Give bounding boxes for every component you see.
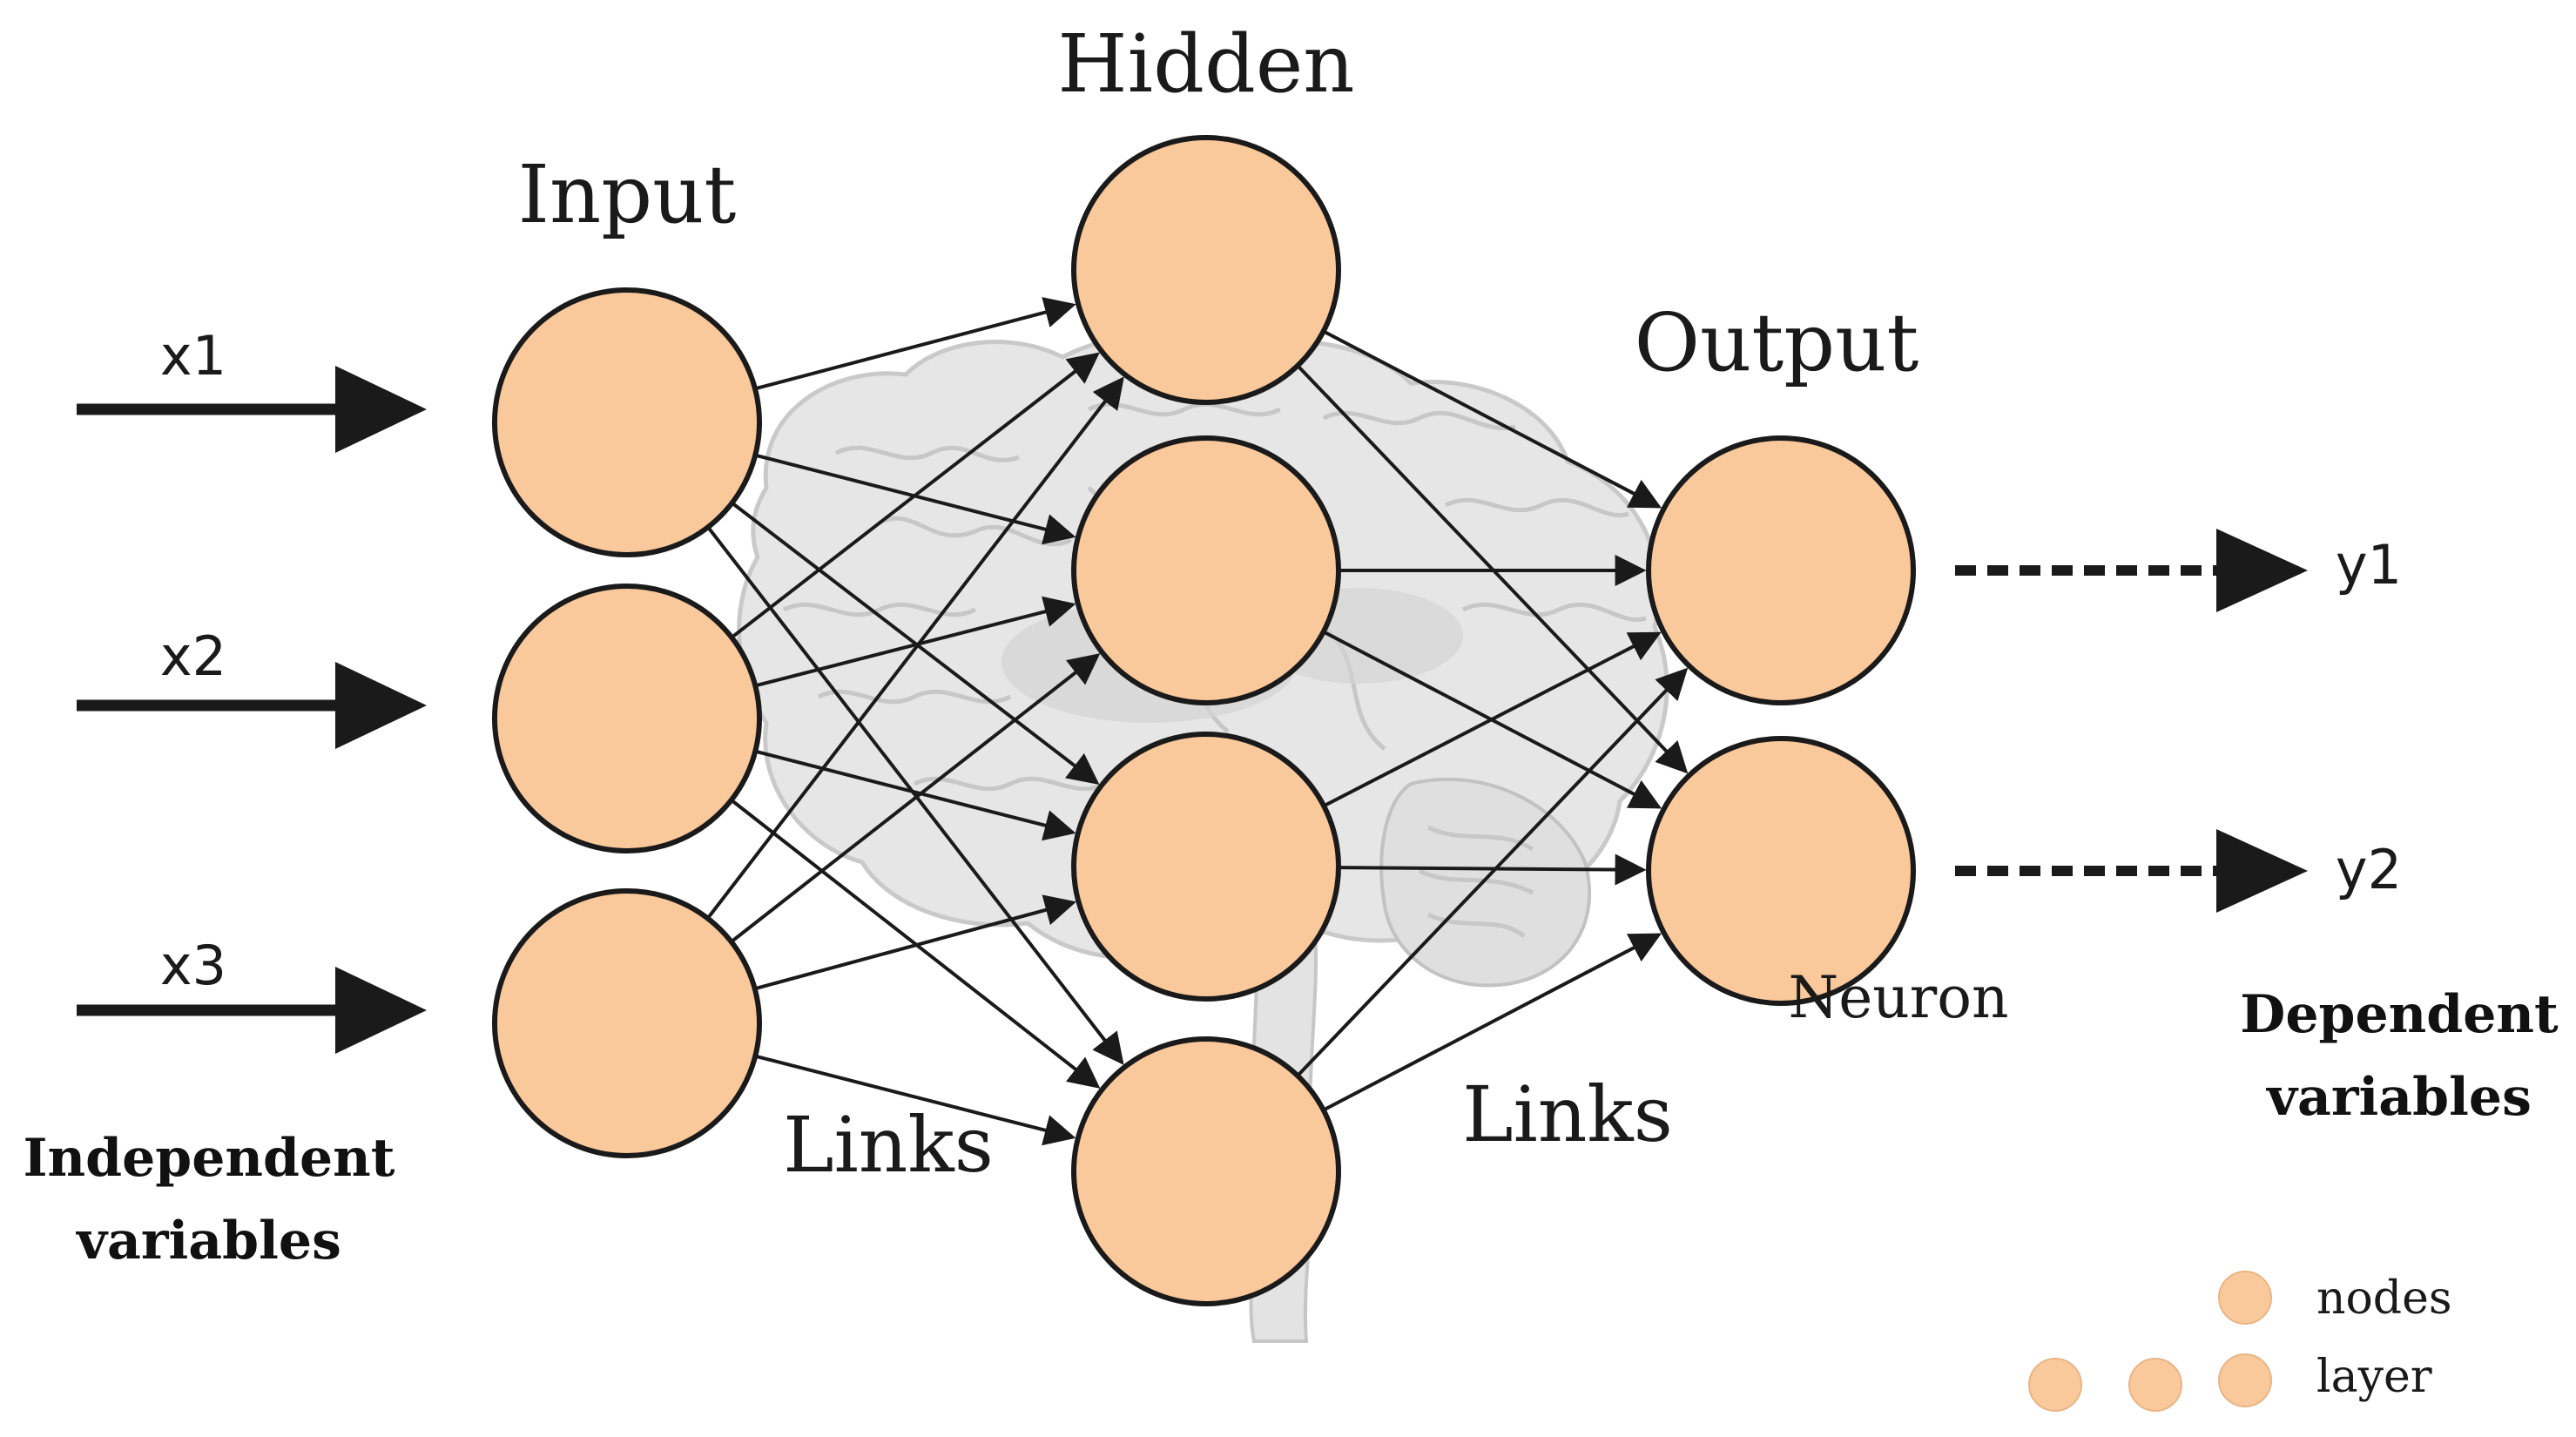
legend: nodes layer (2028, 1271, 2452, 1412)
output-arrow-head (2216, 829, 2308, 913)
input-node (492, 888, 762, 1158)
legend-layer-node-icon (2218, 1353, 2272, 1407)
independent-variables-caption: Independent (23, 1128, 394, 1189)
connection-links (706, 297, 1689, 1146)
neuron-label: Neuron (1788, 964, 2008, 1031)
connection-arrow (1338, 853, 1647, 886)
independent-variables-caption-line2: variables (75, 1211, 341, 1272)
dependent-variables-caption: Dependent (2240, 984, 2559, 1045)
legend-node-icon (2218, 1271, 2272, 1325)
output-variable-label: y1 (2336, 533, 2402, 597)
output-arrows (1955, 529, 2308, 913)
input-node (492, 287, 762, 557)
input-arrow-head (335, 967, 427, 1054)
input-variable-label: x2 (160, 624, 226, 688)
connection-arrow (1296, 364, 1689, 774)
connection-arrow (1296, 667, 1689, 1077)
network-nodes (492, 135, 1916, 1306)
input-arrow-head (335, 662, 427, 749)
input-layer-label: Input (518, 148, 737, 241)
output-arrow-head (2216, 529, 2308, 612)
connection-arrow (754, 596, 1076, 688)
output-layer-label: Output (1635, 296, 1919, 389)
connection-arrow (1322, 933, 1662, 1112)
connection-arrow (730, 799, 1101, 1089)
legend-layer-label: layer (2316, 1351, 2432, 1403)
input-node (492, 584, 762, 853)
legend-layer-node-icon (2028, 1358, 2082, 1412)
hidden-node (1071, 435, 1341, 705)
connection-arrow (706, 526, 1124, 1065)
hidden-node (1071, 135, 1341, 405)
connection-arrow (1322, 329, 1662, 509)
input-arrow-head (335, 366, 427, 453)
hidden-node (1071, 1036, 1341, 1306)
legend-nodes-label: nodes (2316, 1272, 2452, 1325)
input-variable-label: x3 (160, 934, 226, 997)
connection-arrow (706, 376, 1124, 920)
connection-arrow (730, 653, 1101, 943)
hidden-node (1071, 732, 1341, 1002)
dependent-variables-caption-line2: variables (2265, 1067, 2532, 1128)
legend-layer-node-icon (2128, 1358, 2182, 1412)
links-label-left: Links (783, 1100, 994, 1190)
connection-arrow (754, 749, 1076, 841)
connection-arrow (754, 1054, 1076, 1146)
connection-arrow (754, 297, 1076, 391)
output-node (1646, 736, 1916, 1006)
input-variable-label: x1 (160, 324, 226, 388)
output-node (1646, 435, 1916, 705)
connection-arrow (731, 501, 1100, 786)
output-variable-label: y2 (2336, 838, 2402, 901)
connection-arrow (1323, 631, 1662, 808)
connection-arrow (754, 894, 1076, 991)
links-label-right: Links (1462, 1069, 1673, 1159)
input-arrows (77, 366, 427, 1054)
connection-arrow (730, 352, 1100, 639)
hidden-layer-label: Hidden (1057, 17, 1354, 111)
